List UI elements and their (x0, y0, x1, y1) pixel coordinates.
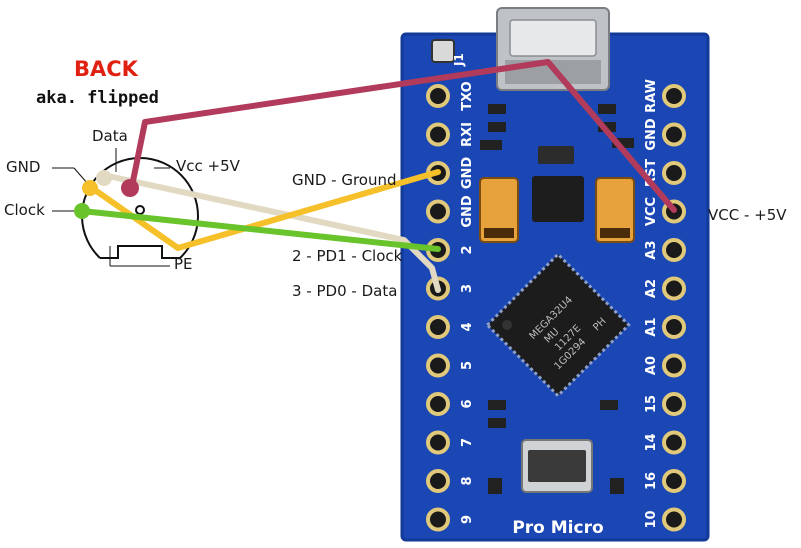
vcc-label: Vcc +5V (176, 157, 240, 175)
left-pin-label-1: RXI (460, 122, 475, 147)
left-pin-label-5: 3 (460, 284, 475, 293)
diagram-subtitle: aka. flipped (36, 88, 159, 108)
pe-label: PE (174, 255, 193, 273)
left-pin-hole-8 (426, 392, 450, 416)
right-pin-label-9: 14 (644, 433, 659, 451)
right-pin-label-0: RAW (644, 79, 659, 113)
left-pin-label-3: GND (460, 195, 475, 228)
left-pin-label-0: TXO (460, 81, 475, 110)
wires (74, 59, 677, 293)
right-pin-hole-2 (662, 161, 686, 185)
connector-pin-nc (135, 205, 145, 215)
left-pin-hole-3 (426, 199, 450, 224)
clock-wire-label: 2 - PD1 - Clock (292, 247, 403, 265)
left-pin-hole-1 (426, 122, 450, 147)
right-pin-hole-0 (662, 84, 686, 108)
gnd-pin (82, 180, 98, 196)
right-pin-label-3: VCC (644, 197, 659, 226)
right-pin-label-10: 16 (644, 472, 659, 490)
pro-micro-board: MEGA32U4 MU 1127E 1G0294 PH J1 TXO RXI GND… (400, 7, 710, 542)
capacitor-left (479, 177, 519, 243)
left-pin-label-9: 7 (460, 438, 475, 447)
vcc-wire (129, 59, 677, 213)
regulator (538, 146, 574, 164)
left-pin-label-2: GND (460, 157, 475, 190)
usb-port-opening (509, 19, 597, 57)
gnd-label: GND (6, 158, 41, 176)
vcc-wire-label: VCC - +5V (708, 206, 787, 224)
left-pin-hole-6 (426, 315, 450, 339)
right-pin-label-5: A2 (644, 279, 659, 298)
left-pin-hole-7 (426, 353, 450, 378)
header-pad (431, 39, 455, 63)
right-pin-hole-4 (662, 238, 686, 262)
left-pin-hole-0 (426, 84, 450, 108)
data-wire-label: 3 - PD0 - Data (292, 282, 398, 300)
left-pin-label-11: 9 (460, 515, 475, 524)
right-pin-hole-1 (662, 122, 686, 147)
clock-wire (79, 208, 441, 252)
connector-key (100, 245, 180, 259)
clock-label: Clock (4, 201, 45, 219)
left-pin-hole-10 (426, 469, 450, 493)
data-label: Data (92, 127, 128, 145)
data-pin (96, 170, 112, 186)
right-pin-hole-6 (662, 315, 686, 339)
right-pin-hole-5 (662, 276, 686, 301)
board-name: Pro Micro (512, 518, 603, 538)
left-pin-hole-11 (426, 507, 450, 532)
right-pin-label-7: A0 (644, 356, 659, 375)
right-pin-hole-8 (662, 392, 686, 416)
left-pin-hole-9 (426, 430, 450, 455)
right-pin-label-6: A1 (644, 317, 659, 336)
right-pin-hole-10 (662, 469, 686, 493)
right-pin-label-4: A3 (644, 240, 659, 259)
left-pin-label-4: 2 (460, 245, 475, 254)
data-wire (105, 173, 441, 293)
right-pin-hole-7 (662, 353, 686, 378)
left-pin-label-7: 5 (460, 361, 475, 370)
capacitor-right (595, 177, 635, 243)
header-label: J1 (452, 53, 466, 67)
right-pin-label-8: 15 (644, 395, 659, 413)
right-pin-label-11: 10 (644, 510, 659, 528)
left-pin-label-6: 4 (460, 322, 475, 331)
ground-wire-label: GND - Ground (292, 171, 397, 189)
mcu-chip: MEGA32U4 MU 1127E 1G0294 PH (485, 252, 631, 398)
ground-wire (89, 169, 441, 251)
diagram-title: BACK (74, 57, 138, 81)
left-pin-label-10: 8 (460, 476, 475, 485)
crystal-top (528, 450, 586, 482)
left-pin-label-8: 6 (460, 399, 475, 408)
right-pin-label-1: GND (644, 118, 659, 151)
regulator-body (532, 176, 584, 222)
vcc-pin (121, 179, 139, 197)
right-pin-hole-11 (662, 507, 686, 532)
right-pin-hole-9 (662, 430, 686, 455)
clock-pin (74, 203, 90, 219)
